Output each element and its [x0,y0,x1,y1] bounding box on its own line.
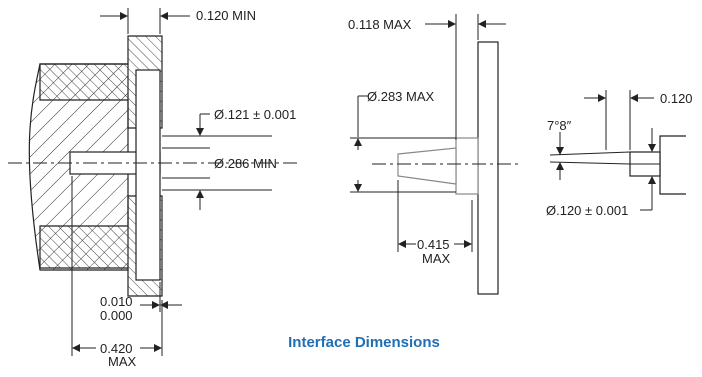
dim-depth-note: MAX [108,354,137,369]
dim-detail-thickness: 0.120 [660,91,693,106]
dim-recess-top: 0.010 [100,294,133,309]
dim-recess-bottom: 0.000 [100,308,133,323]
detail-housing [659,135,686,195]
face-plate [135,69,161,281]
dim-face-dia: Ø.286 MIN [214,156,277,171]
dim-shaft-dia: Ø.120 ± 0.001 [546,203,628,218]
dim-bore-dia: Ø.121 ± 0.001 [214,107,296,122]
right-detail-view [549,90,686,211]
dim-length-value: 0.415 [417,237,450,252]
dim-min-thickness: 0.120 MIN [196,8,256,23]
middle-side-view [350,14,520,295]
taper-line [549,151,631,156]
dim-length-note: MAX [422,251,451,266]
receptacle-shell-bottom [39,195,163,297]
tip [397,147,457,185]
dim-flange-thickness: 0.118 MAX [348,17,412,32]
left-section-view [8,8,300,356]
body-collar [455,137,479,195]
figure-caption: Interface Dimensions [288,334,440,351]
dim-taper-angle: 7°8″ [547,118,572,133]
dim-depth-value: 0.420 [100,341,133,356]
flange [477,41,499,295]
receptacle-shell-top [39,35,163,129]
dim-body-dia: Ø.283 MAX [367,89,435,104]
